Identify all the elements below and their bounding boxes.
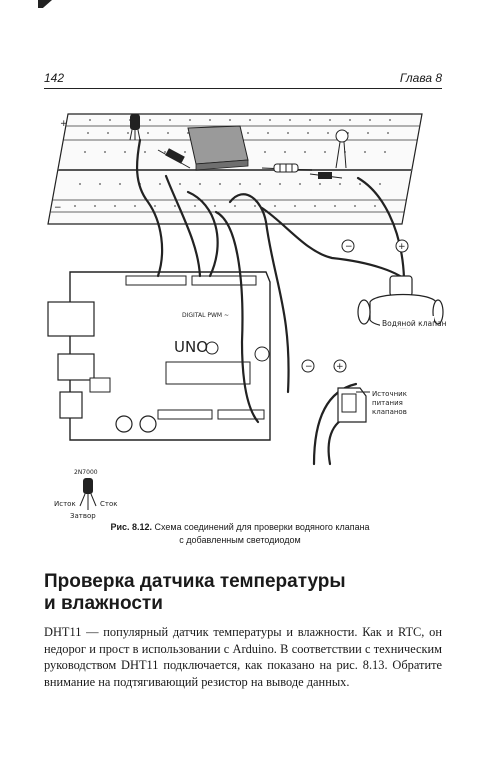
diode	[157, 148, 191, 169]
valve-polarity: − +	[341, 239, 409, 253]
valve-label: Водяной клапан	[382, 319, 447, 328]
valve-power-supply: Источник питания клапанов	[337, 387, 407, 423]
section-heading-line-1: Проверка датчика температуры	[44, 571, 346, 592]
transistor-pinout: 2N7000 Исток Сток Затвор	[54, 469, 117, 520]
breadboard: + −	[47, 113, 423, 225]
corner-mark	[38, 0, 52, 8]
valve-plus: +	[398, 242, 406, 252]
transistor-drain-label: Сток	[100, 500, 117, 508]
figure-caption: Рис. 8.12. Схема соединений для проверки…	[40, 521, 440, 547]
water-valve: Водяной клапан	[357, 275, 447, 329]
section-heading-line-2: и влажности	[44, 593, 163, 614]
power-minus: −	[305, 362, 313, 372]
wires	[135, 138, 412, 466]
transistor-gate-label: Затвор	[70, 512, 96, 520]
board-uno-label: UNO	[174, 338, 208, 356]
caption-label: Рис. 8.12.	[110, 522, 152, 532]
power-plus: +	[336, 362, 344, 372]
transistor-source-label: Исток	[54, 500, 76, 508]
section-heading: Проверка датчика температуры и влажности	[44, 571, 444, 615]
caption-text-1: Схема соединений для проверки водяного к…	[154, 522, 370, 532]
chapter-label: Глава 8	[399, 71, 442, 85]
running-head: 142 Глава 8	[44, 70, 442, 89]
wiring-diagram: + −	[47, 113, 447, 520]
resistor	[261, 163, 313, 173]
body-paragraph: DHT11 — популярный датчик температуры и …	[44, 625, 442, 689]
board-diode-2	[309, 172, 343, 179]
caption-line-2: с добавленным светодиодом	[179, 535, 301, 545]
valve-minus: −	[345, 242, 353, 252]
transistor-on-board	[129, 114, 141, 141]
power-label-3: клапанов	[372, 408, 407, 416]
arduino-board: UNO DIGITAL PWM ~	[47, 271, 271, 441]
breadboard-plus-sign: +	[60, 119, 68, 129]
led	[335, 129, 349, 169]
transistor-model-label: 2N7000	[74, 469, 98, 476]
board-digital-label: DIGITAL PWM ~	[182, 312, 229, 319]
breadboard-minus-sign: −	[54, 203, 62, 213]
power-label-2: питания	[372, 399, 403, 407]
wiring-figure: + −	[30, 92, 450, 522]
relay-module	[187, 125, 249, 171]
power-label-1: Источник	[372, 390, 407, 398]
page-number: 142	[44, 71, 65, 85]
power-polarity: − +	[301, 359, 347, 373]
caption-line-1: Рис. 8.12. Схема соединений для проверки…	[40, 521, 440, 534]
